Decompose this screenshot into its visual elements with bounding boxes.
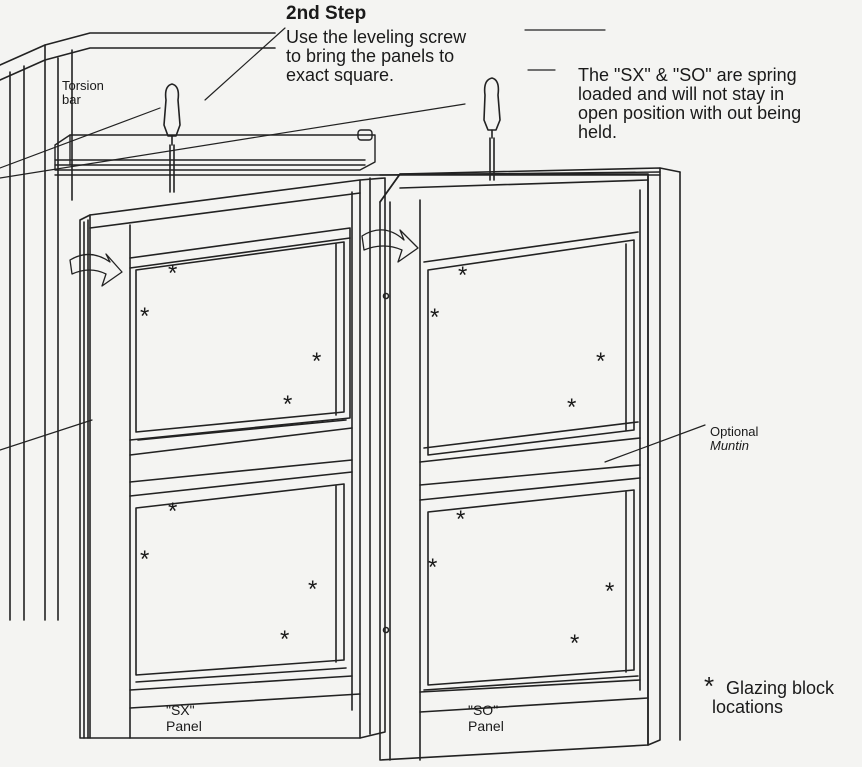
so-hinge-hole-top: [382, 292, 390, 300]
step-text-line-3: exact square.: [286, 65, 395, 85]
glazing-block-marker: *: [456, 506, 466, 533]
glazing-block-marker: *: [570, 630, 580, 657]
legend-line-2: locations: [712, 697, 784, 717]
torsion-bar: [54, 129, 661, 176]
glazing-block-marker: *: [596, 348, 606, 375]
so-hinge-hole-bottom: [382, 626, 390, 634]
so-panel-label-line-2: Panel: [468, 718, 504, 734]
screwdriver-right: [483, 77, 501, 181]
so-upper-glass: [423, 231, 639, 456]
note-line-4: held.: [578, 122, 618, 142]
step-text-line-1: Use the leveling screw: [286, 27, 467, 47]
glazing-block-marker: *: [567, 394, 577, 421]
glazing-block-marker: *: [458, 262, 468, 289]
note-line-3: open position with out being: [578, 103, 802, 123]
sx-muntin: [129, 427, 353, 497]
so-rotation-arrow: [361, 229, 419, 263]
legend-line-1: Glazing block: [726, 678, 835, 698]
glazing-block-marker: *: [140, 546, 150, 573]
sx-upper-glass: [129, 227, 351, 441]
glazing-block-marker: *: [428, 554, 438, 581]
glazing-block-marker: *: [140, 303, 150, 330]
note-line-1: The "SX" & "SO" are spring: [578, 65, 797, 85]
step-title: 2nd Step: [286, 3, 367, 24]
torsion-bar-label-line-2: bar: [62, 92, 81, 107]
sx-panel-frame: [79, 177, 386, 739]
so-panel-frame: [379, 167, 681, 761]
so-lower-glass: [423, 489, 639, 691]
sx-lower-glass: [135, 483, 347, 683]
glazing-block-marker: *: [283, 391, 293, 418]
sx-panel-label-line-2: Panel: [166, 718, 202, 734]
muntin-label-line-1: Optional: [710, 424, 759, 439]
sx-panel-label-line-1: "SX": [166, 702, 195, 718]
glazing-block-marker: *: [168, 498, 178, 525]
note-line-2: loaded and will not stay in: [578, 84, 785, 104]
so-panel-label-line-1: "SO": [468, 702, 499, 718]
glazing-block-marker: *: [308, 576, 318, 603]
glazing-block-marker: *: [430, 304, 440, 331]
glazing-block-marker: *: [280, 626, 290, 653]
screwdriver-left: [163, 83, 181, 193]
torsion-bar-label-line-1: Torsion: [62, 78, 104, 93]
legend-star-icon: *: [704, 671, 715, 701]
sx-rotation-arrow: [69, 253, 123, 287]
muntin-label-line-2: Muntin: [710, 438, 750, 453]
glazing-block-marker: *: [605, 578, 615, 605]
so-muntin: [419, 437, 641, 501]
glazing-block-marker: *: [312, 348, 322, 375]
frame-jamb-left: [0, 32, 276, 621]
step-text-line-2: to bring the panels to: [286, 46, 455, 66]
glazing-block-marker: *: [168, 260, 178, 287]
